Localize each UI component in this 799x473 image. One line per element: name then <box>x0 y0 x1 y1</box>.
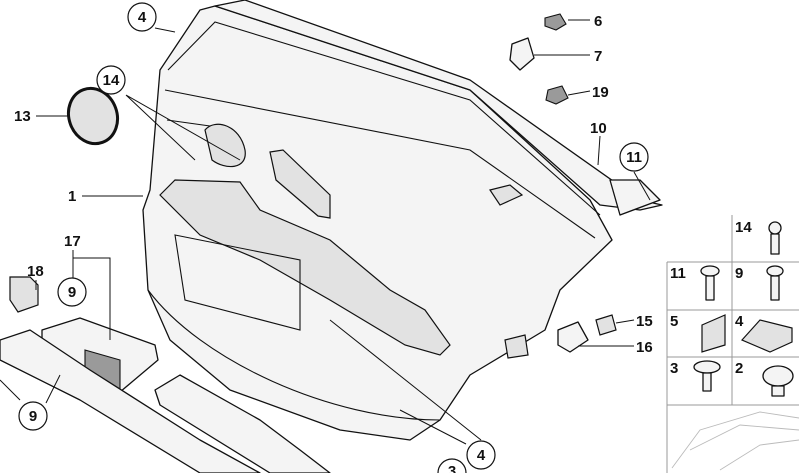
callout-10: 10 <box>590 120 607 137</box>
door-trim-panel <box>142 5 613 441</box>
grid-label-5: 5 <box>670 313 678 330</box>
window-rail <box>214 0 663 216</box>
svg-text:4: 4 <box>477 447 486 464</box>
callout-6: 6 <box>594 13 602 30</box>
grid-label-3: 3 <box>670 360 678 377</box>
cover-16 <box>557 321 589 353</box>
callout-1: 1 <box>68 188 76 205</box>
grid-label-14: 14 <box>735 219 752 236</box>
callout-18: 18 <box>27 263 44 280</box>
nut-clip-4 <box>740 319 793 353</box>
svg-text:9: 9 <box>68 284 76 301</box>
screw-11 <box>700 265 720 301</box>
screw-14 <box>768 221 782 255</box>
clip-19 <box>545 85 569 105</box>
speaker-grille <box>66 86 120 146</box>
grid-label-4: 4 <box>735 313 744 330</box>
svg-text:4: 4 <box>138 9 147 26</box>
grid-label-11: 11 <box>670 265 686 282</box>
callout-circled-11: 11 <box>619 142 649 172</box>
callout-19: 19 <box>592 84 609 101</box>
svg-text:3: 3 <box>448 463 456 473</box>
washer-screw-3 <box>693 360 721 392</box>
callout-16: 16 <box>636 339 653 356</box>
grid-label-2: 2 <box>735 360 743 377</box>
grid-label-9: 9 <box>735 265 743 282</box>
callout-circled-9-a: 9 <box>57 277 87 307</box>
clip-6 <box>544 13 567 31</box>
trim-strip <box>0 329 331 473</box>
callout-circled-9-b: 9 <box>18 401 48 431</box>
callout-7: 7 <box>594 48 602 65</box>
callout-15: 15 <box>636 313 653 330</box>
clip-15 <box>595 314 617 336</box>
svg-text:11: 11 <box>626 149 642 166</box>
svg-text:9: 9 <box>29 408 37 425</box>
rivet-2 <box>762 365 794 397</box>
callout-17: 17 <box>64 233 81 250</box>
clip-plate-5 <box>701 314 726 353</box>
callout-13: 13 <box>14 108 31 125</box>
svg-text:14: 14 <box>103 72 120 89</box>
screw-9 <box>766 265 784 301</box>
callout-circled-14: 14 <box>96 65 126 95</box>
vehicle-outline <box>671 411 799 471</box>
callout-circled-4-bottom: 4 <box>466 440 496 470</box>
clip-7 <box>509 37 535 71</box>
leader-lines <box>0 19 651 445</box>
callout-circled-3-bottom: 3 <box>437 458 467 473</box>
fastener-grid <box>666 215 799 473</box>
callout-circled-4-top: 4 <box>127 2 157 32</box>
